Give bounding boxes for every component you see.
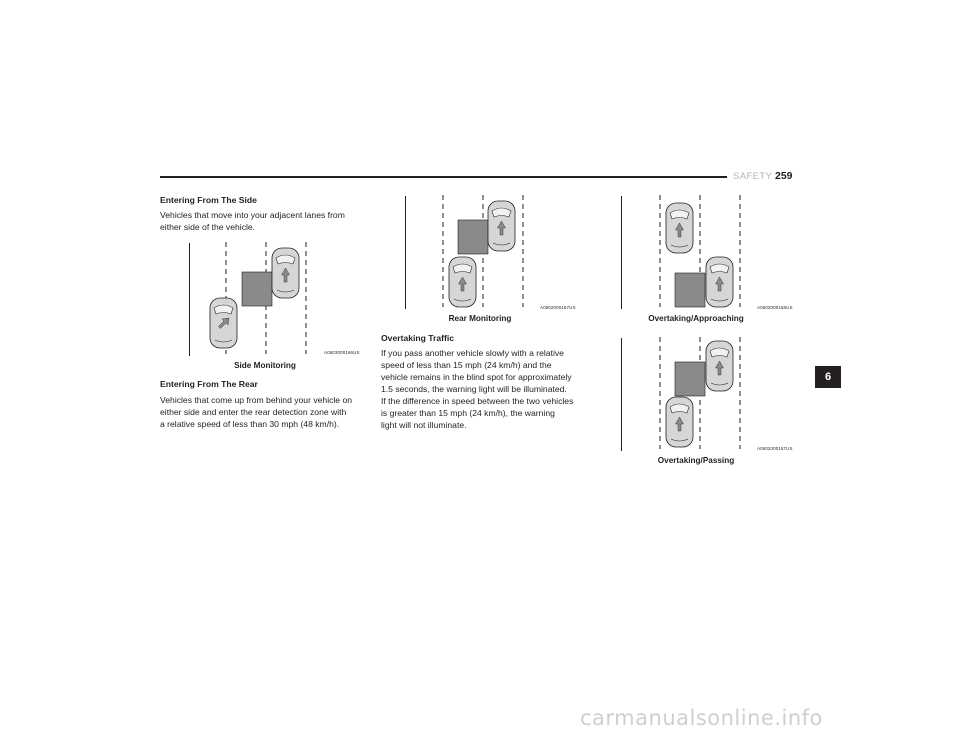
caption-rear-monitoring: Rear Monitoring — [448, 314, 512, 323]
overtaking-passing-diagram — [659, 337, 741, 449]
paragraph-side-line-2: either side of the vehicle. — [160, 222, 256, 232]
paragraph-overtaking-line-5: If the difference in speed between the t… — [381, 396, 574, 406]
paragraph-rear-line-3: a relative speed of less than 30 mph (48… — [160, 419, 340, 429]
paragraph-overtaking-line-6: is greater than 15 mph (24 km/h), the wa… — [381, 408, 555, 418]
host-vehicle — [271, 247, 300, 299]
detection-zone — [241, 271, 273, 307]
heading-entering-rear: Entering From The Rear — [160, 379, 258, 389]
passed-vehicle — [665, 396, 694, 448]
figure-code-approaching: A0502000168US — [757, 305, 793, 310]
host-vehicle — [487, 200, 516, 252]
paragraph-overtaking-line-1: If you pass another vehicle slowly with … — [381, 348, 564, 358]
figure-code-rear: A0502000167US — [540, 305, 576, 310]
paragraph-overtaking-line-4: 1.5 seconds, the warning light will be i… — [381, 384, 567, 394]
side-monitoring-diagram — [209, 242, 307, 354]
figure-rear-border — [405, 196, 406, 309]
paragraph-overtaking-line-7: light will not illuminate. — [381, 420, 467, 430]
paragraph-side-line-1: Vehicles that move into your adjacent la… — [160, 210, 345, 220]
section-name: SAFETY — [733, 171, 773, 182]
host-vehicle — [705, 256, 734, 308]
figure-code-side: A0503000166US — [324, 350, 360, 355]
detection-zone — [457, 219, 489, 255]
paragraph-overtaking-line-2: speed of less than 15 mph (24 km/h) and … — [381, 360, 552, 370]
vehicle-ahead — [665, 202, 694, 254]
paragraph-rear-line-2: either side and enter the rear detection… — [160, 407, 347, 417]
figure-side-border — [189, 243, 190, 356]
caption-overtaking-approaching: Overtaking/Approaching — [648, 314, 744, 323]
host-vehicle — [705, 340, 734, 392]
caption-overtaking-passing: Overtaking/Passing — [657, 456, 735, 465]
chapter-tab: 6 — [815, 366, 841, 388]
merging-vehicle — [209, 297, 238, 349]
caption-side-monitoring: Side Monitoring — [234, 361, 296, 370]
header-rule — [160, 176, 727, 178]
figure-passing-border — [621, 338, 622, 451]
figure-approaching-border — [621, 196, 622, 309]
figure-code-passing: A0502000167US — [757, 446, 793, 451]
detection-zone — [674, 272, 706, 308]
heading-entering-side: Entering From The Side — [160, 195, 257, 205]
page-number: 259 — [775, 170, 793, 182]
heading-overtaking-traffic: Overtaking Traffic — [381, 333, 455, 343]
paragraph-rear-line-1: Vehicles that come up from behind your v… — [160, 395, 353, 405]
approaching-vehicle — [448, 256, 477, 308]
detection-zone — [674, 361, 706, 397]
rear-monitoring-diagram — [442, 195, 524, 308]
watermark-text: carmanualsonline.info — [580, 706, 823, 730]
overtaking-approaching-diagram — [659, 195, 741, 308]
paragraph-overtaking-line-3: vehicle remains in the blind spot for ap… — [381, 372, 572, 382]
